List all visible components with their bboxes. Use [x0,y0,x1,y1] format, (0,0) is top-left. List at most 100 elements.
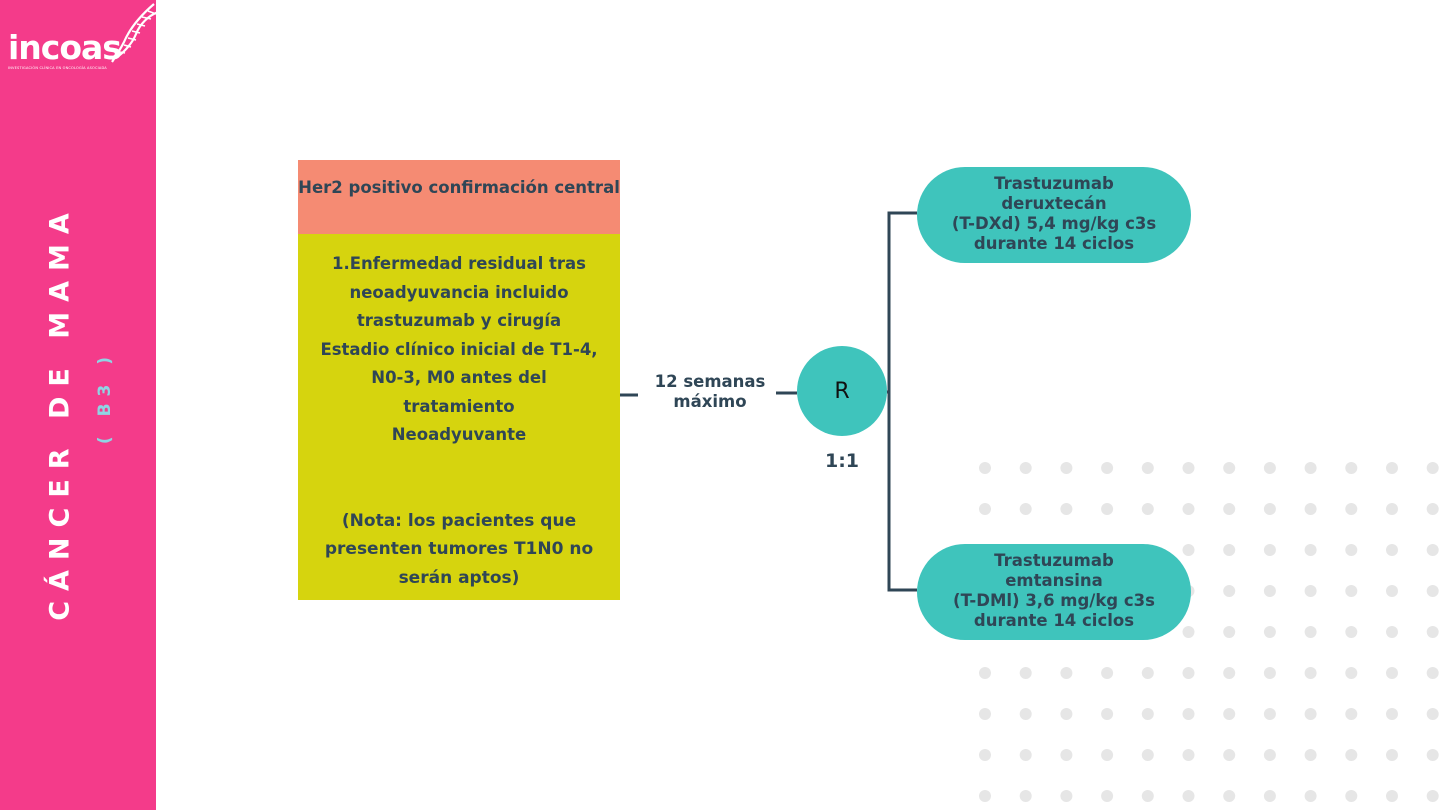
criteria-header-box: Her2 positivo confirmación central [298,160,620,234]
grid-dot [1386,503,1398,515]
grid-dot [1182,790,1195,802]
arm-line: durante 14 ciclos [973,234,1135,253]
randomization-ratio: 1:1 [824,450,860,472]
grid-dot [1223,790,1236,802]
grid-dot [1101,503,1114,515]
grid-dot [1263,626,1276,638]
grid-dot [1019,790,1032,802]
grid-dot [1223,503,1236,515]
grid-dot [1223,708,1236,720]
grid-dot [979,667,991,679]
criteria-line: Estadio clínico inicial de T1-4, [320,339,598,359]
grid-dot [1141,708,1154,720]
criteria-line: Neoadyuvante [391,425,527,444]
grid-dot [1345,544,1358,556]
grid-dot [1345,790,1358,802]
grid-dot [1223,544,1236,556]
grid-dot [979,749,991,761]
grid-dot [1182,626,1195,638]
grid-dot [1386,626,1398,638]
grid-dot [1101,749,1114,761]
grid-dot [1304,749,1317,761]
grid-dot [1263,708,1276,720]
grid-dot [1304,544,1317,556]
note-line: serán aptos) [398,567,520,588]
grid-dot [1019,667,1032,679]
criteria-line: tratamiento [403,396,515,416]
grid-dot [1019,503,1032,515]
grid-dot [1426,462,1439,474]
grid-dot [1223,626,1236,638]
criteria-line: trastuzumab y cirugía [356,311,562,330]
criteria-note: (Nota: los pacientes que presenten tumor… [306,507,612,593]
criteria-line: 1.Enfermedad residual tras [331,254,587,273]
randomization-label: R [834,378,850,404]
arm-line: Trastuzumab [994,551,1114,570]
arm-line: deruxtecán [1001,194,1107,213]
grid-dot [1182,462,1195,474]
grid-dot [1345,749,1358,761]
timing-line: 12 semanas [654,372,766,391]
grid-dot [1223,667,1236,679]
arm-line: (T-DMl) 3,6 mg/kg c3s [953,591,1155,610]
grid-dot [1019,749,1032,761]
grid-dot [1182,503,1195,515]
grid-dot [1060,708,1073,720]
grid-dot [1060,503,1073,515]
grid-dot [1345,585,1358,597]
dna-helix-icon [111,3,159,63]
grid-dot [1426,708,1439,720]
arm-trastuzumab-deruxtecan: Trastuzumab deruxtecán (T-DXd) 5,4 mg/kg… [917,167,1191,263]
criteria-box: 1.Enfermedad residual tras neoadyuvancia… [298,234,620,600]
arm-line: Trastuzumab [994,174,1114,193]
dot-grid-decoration [979,462,1439,802]
randomization-node: R [797,346,887,436]
grid-dot [1345,462,1358,474]
grid-dot [1304,790,1317,802]
branch-connector [887,211,917,592]
grid-dot [1304,708,1317,720]
grid-dot [1426,626,1439,638]
grid-dot [1426,503,1439,515]
grid-dot [1223,749,1236,761]
grid-dot [1060,462,1073,474]
grid-dot [1304,585,1317,597]
grid-dot [1345,708,1358,720]
grid-dot [1263,790,1276,802]
incoas-logo: incoas INVESTIGACIÓN CLÍNICA EN ONCOLOGÍ… [8,2,159,74]
grid-dot [1263,462,1276,474]
logo-tagline: INVESTIGACIÓN CLÍNICA EN ONCOLOGÍA ASOCI… [8,66,107,70]
grid-dot [1182,544,1195,556]
criteria-line: neoadyuvancia incluido [349,282,569,302]
grid-dot [1304,503,1317,515]
grid-dot [1141,667,1154,679]
grid-dot [1426,585,1439,597]
grid-dot [1386,667,1398,679]
grid-dot [1263,749,1276,761]
grid-dot [979,462,991,474]
grid-dot [1223,585,1236,597]
grid-dot [1141,462,1154,474]
grid-dot [1426,749,1439,761]
grid-dot [979,503,991,515]
grid-dot [1019,462,1032,474]
grid-dot [1182,749,1195,761]
arm-line: (T-DXd) 5,4 mg/kg c3s [951,214,1157,233]
timing-line: máximo [673,392,747,411]
grid-dot [1060,790,1073,802]
grid-dot [1101,462,1114,474]
grid-dot [1386,585,1398,597]
grid-dot [1182,708,1195,720]
grid-dot [979,790,991,802]
timing-label: 12 semanas máximo [640,372,780,412]
grid-dot [1386,462,1398,474]
grid-dot [1304,667,1317,679]
grid-dot [1386,749,1398,761]
grid-dot [1386,708,1398,720]
grid-dot [979,708,991,720]
grid-dot [1345,626,1358,638]
grid-dot [1263,544,1276,556]
arm-trastuzumab-emtansina: Trastuzumab emtansina (T-DMl) 3,6 mg/kg … [917,544,1191,640]
grid-dot [1101,667,1114,679]
